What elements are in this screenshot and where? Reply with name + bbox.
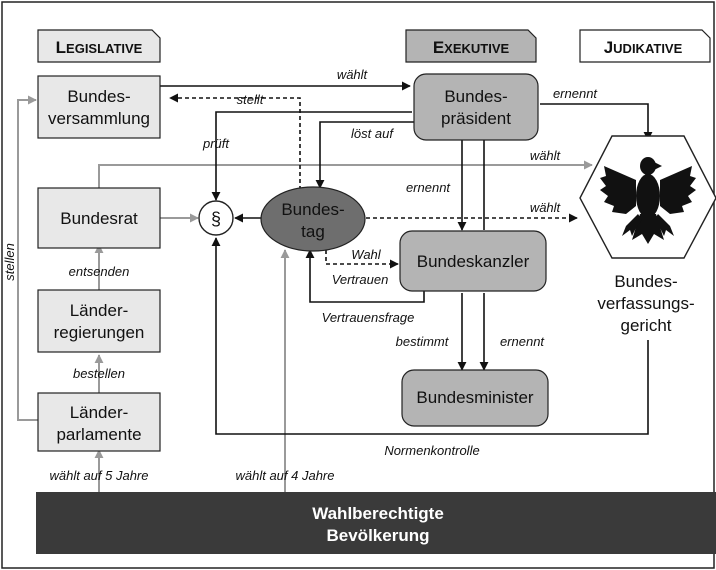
label-entsenden: entsenden xyxy=(69,264,130,279)
label-waehlt-bvg-1: wählt xyxy=(530,148,562,163)
svg-text:§: § xyxy=(211,209,221,229)
svg-text:Bundes-: Bundes- xyxy=(67,87,130,106)
label-vertrauensfrage: Vertrauensfrage xyxy=(322,310,415,325)
header-judikative: JUDIKATIVE xyxy=(579,29,711,63)
bundeskanzler-box: Bundeskanzler xyxy=(399,230,547,292)
svg-text:JUDIKATIVE: JUDIKATIVE xyxy=(604,38,683,57)
bundesverfassungsgericht-node: Bundes- verfassungs- gericht xyxy=(579,135,716,335)
label-waehlt-5-jahre: wählt auf 5 Jahre xyxy=(49,468,148,483)
svg-text:Wahlberechtigte: Wahlberechtigte xyxy=(312,504,444,523)
label-stellen: stellen xyxy=(2,243,17,281)
svg-text:LEGISLATIVE: LEGISLATIVE xyxy=(56,38,143,57)
laenderregierungen-box: Länder- regierungen xyxy=(37,289,161,353)
header-legislative: LEGISLATIVE xyxy=(37,29,161,63)
laenderparlamente-box: Länder- parlamente xyxy=(37,392,161,452)
svg-text:Bundes-: Bundes- xyxy=(444,87,507,106)
label-stellt: stellt xyxy=(237,92,265,107)
edge-labels: wählt stellt ernennt prüft löst auf wähl… xyxy=(2,67,598,483)
svg-text:EXEKUTIVE: EXEKUTIVE xyxy=(433,38,510,57)
bundespraesident-box: Bundes- präsident xyxy=(413,73,539,141)
svg-text:gericht: gericht xyxy=(620,316,671,335)
paragraph-node: § xyxy=(198,200,234,236)
svg-text:Bundesrat: Bundesrat xyxy=(60,209,138,228)
eagle-icon xyxy=(600,157,696,244)
bundesminister-box: Bundesminister xyxy=(401,369,549,427)
label-ernennt-bvg: ernennt xyxy=(553,86,598,101)
svg-text:Länder-: Länder- xyxy=(70,301,129,320)
svg-text:präsident: präsident xyxy=(441,109,511,128)
label-waehlt-bvg-2: wählt xyxy=(530,200,562,215)
gray-arrows xyxy=(17,95,593,492)
label-waehlt-4-jahre: wählt auf 4 Jahre xyxy=(235,468,334,483)
dashed-arrows xyxy=(169,93,578,269)
bundesrat-box: Bundesrat xyxy=(37,187,161,249)
svg-text:Bundes-: Bundes- xyxy=(614,272,677,291)
svg-text:verfassungs-: verfassungs- xyxy=(597,294,694,313)
svg-text:Bevölkerung: Bevölkerung xyxy=(327,526,430,545)
label-loest-auf: löst auf xyxy=(351,126,394,141)
bundesversammlung-box: Bundes- versammlung xyxy=(37,75,161,139)
svg-text:parlamente: parlamente xyxy=(56,425,141,444)
header-exekutive: EXEKUTIVE xyxy=(405,29,537,63)
label-bestimmt: bestimmt xyxy=(396,334,450,349)
label-normenkontrolle: Normenkontrolle xyxy=(384,443,479,458)
label-prueft: prüft xyxy=(202,136,230,151)
footer-wahlberechtigte: Wahlberechtigte Bevölkerung xyxy=(36,492,716,554)
svg-text:versammlung: versammlung xyxy=(48,109,150,128)
label-ernennt-minister: ernennt xyxy=(500,334,545,349)
label-wahl: Wahl xyxy=(351,247,381,262)
svg-text:regierungen: regierungen xyxy=(54,323,145,342)
label-waehlt-top: wählt xyxy=(337,67,369,82)
label-ernennt-kanzler: ernennt xyxy=(406,180,451,195)
label-vertrauen: Vertrauen xyxy=(332,272,389,287)
svg-text:Bundeskanzler: Bundeskanzler xyxy=(417,252,530,271)
label-bestellen: bestellen xyxy=(73,366,125,381)
svg-text:Länder-: Länder- xyxy=(70,403,129,422)
svg-text:Bundesminister: Bundesminister xyxy=(416,388,534,407)
svg-text:Bundes-: Bundes- xyxy=(281,200,344,219)
bundestag-node: Bundes- tag xyxy=(260,186,366,252)
svg-text:tag: tag xyxy=(301,222,325,241)
